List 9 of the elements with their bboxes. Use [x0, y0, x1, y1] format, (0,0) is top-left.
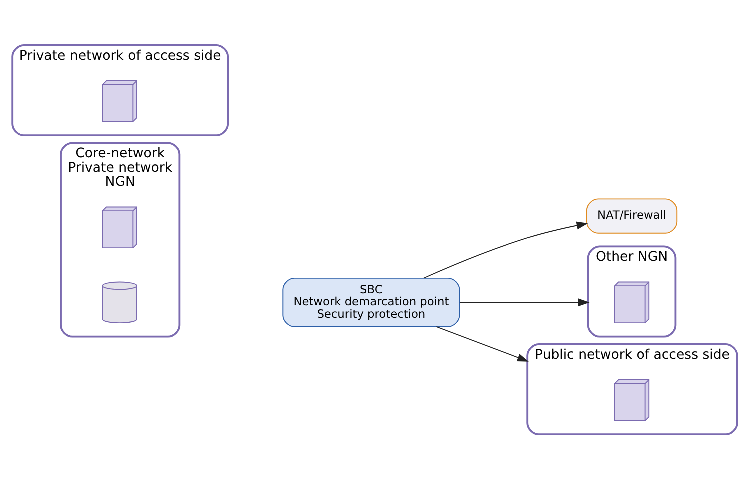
cluster: Private network of access side: [12, 44, 230, 136]
node-box: NAT/Firewall: [586, 198, 678, 234]
node-box: SBC Network demarcation point Security protection: [282, 277, 460, 327]
cluster: Other NGN: [587, 245, 677, 338]
cluster: Public network of access side: [526, 342, 738, 436]
arrow: [460, 298, 590, 306]
arrow: [436, 326, 529, 362]
cluster: Core-network Private network NGN: [60, 142, 181, 338]
arrow: [423, 221, 588, 278]
